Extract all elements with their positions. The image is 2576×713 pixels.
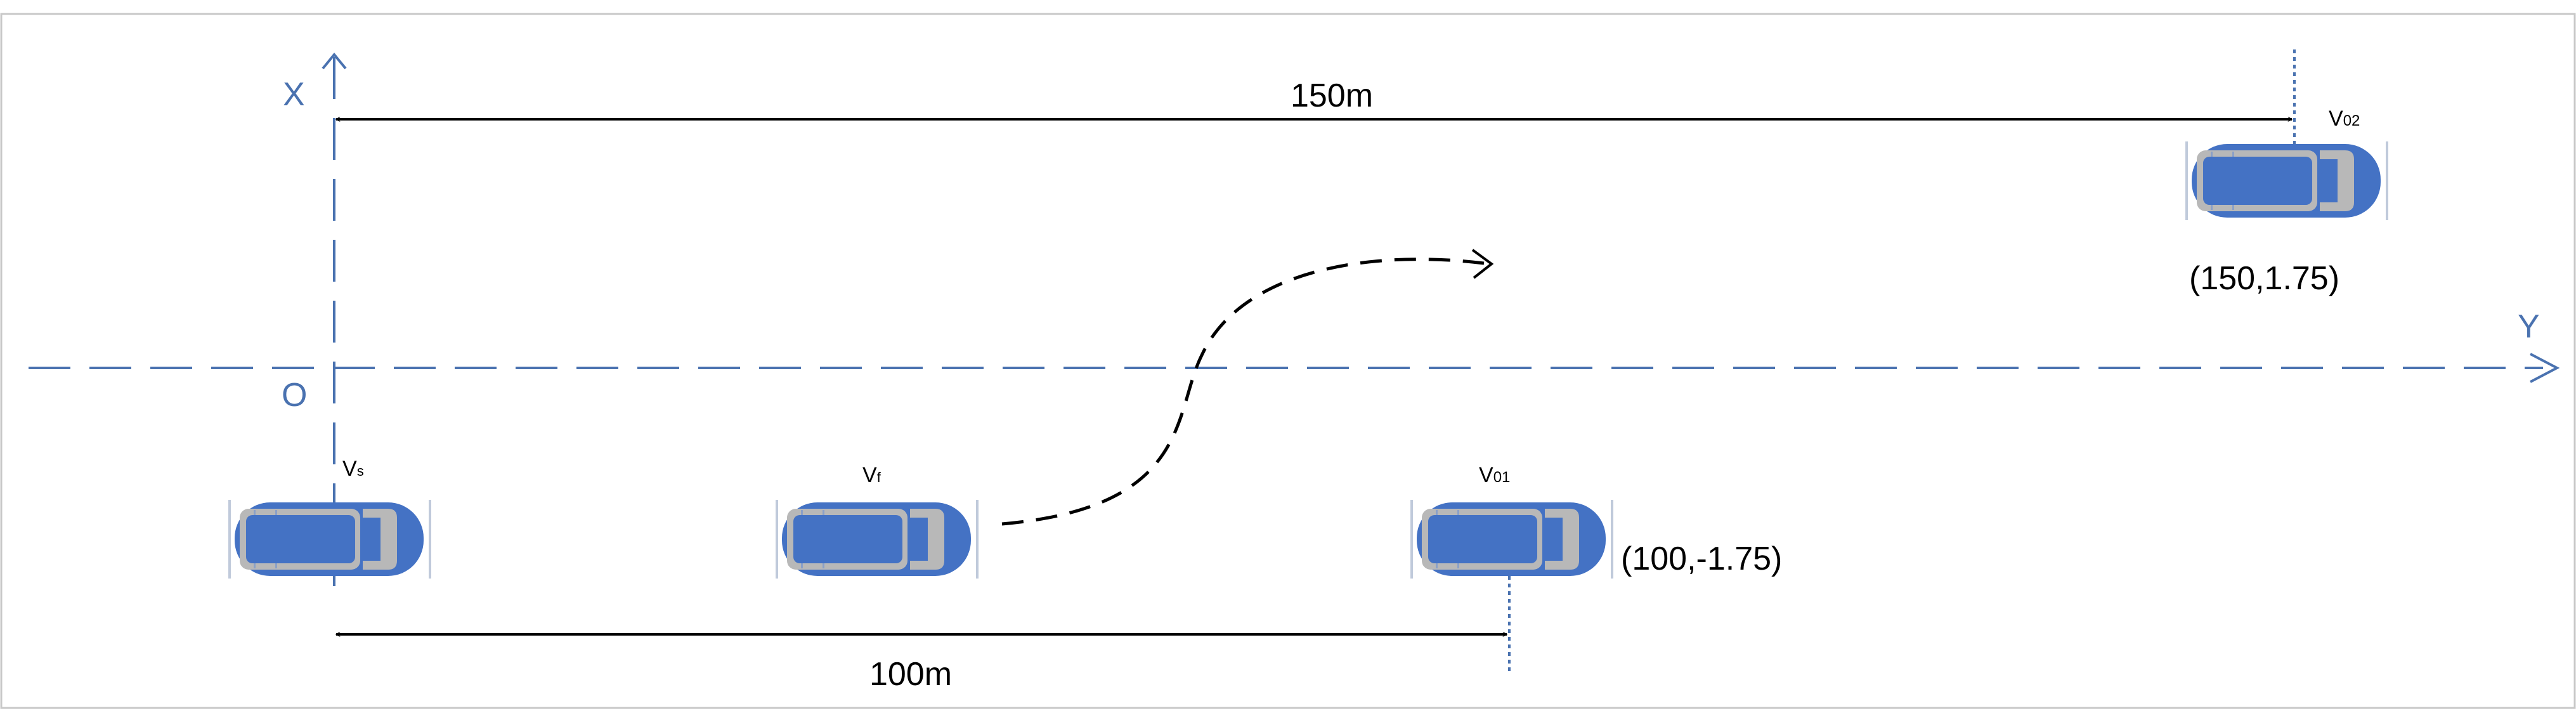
trajectory-arrowhead <box>1471 249 1494 279</box>
origin-label: O <box>282 377 307 414</box>
vehicle-label-v02: V02 <box>2329 107 2360 131</box>
distance-label-150m: 150m <box>1291 77 1373 114</box>
frame-border <box>0 13 2576 709</box>
vehicle-vf <box>776 500 979 579</box>
vehicle-label-v01: V01 <box>1479 463 1510 487</box>
vehicle-v02 <box>2185 141 2388 220</box>
v01-coordinates: (100,-1.75) <box>1621 540 1782 577</box>
vehicle-v01 <box>1410 500 1613 579</box>
vehicle-vs <box>228 500 431 579</box>
vehicle-label-vf: Vf <box>862 463 881 487</box>
lane-change-trajectory <box>1001 258 1485 526</box>
distance-label-100m: 100m <box>869 656 952 693</box>
y-axis-label: Y <box>2518 308 2540 345</box>
vehicle-label-vs: Vs <box>342 457 364 481</box>
x-axis-label: X <box>283 76 305 113</box>
y-axis <box>29 353 2560 383</box>
v02-coordinates: (150,1.75) <box>2189 260 2339 297</box>
